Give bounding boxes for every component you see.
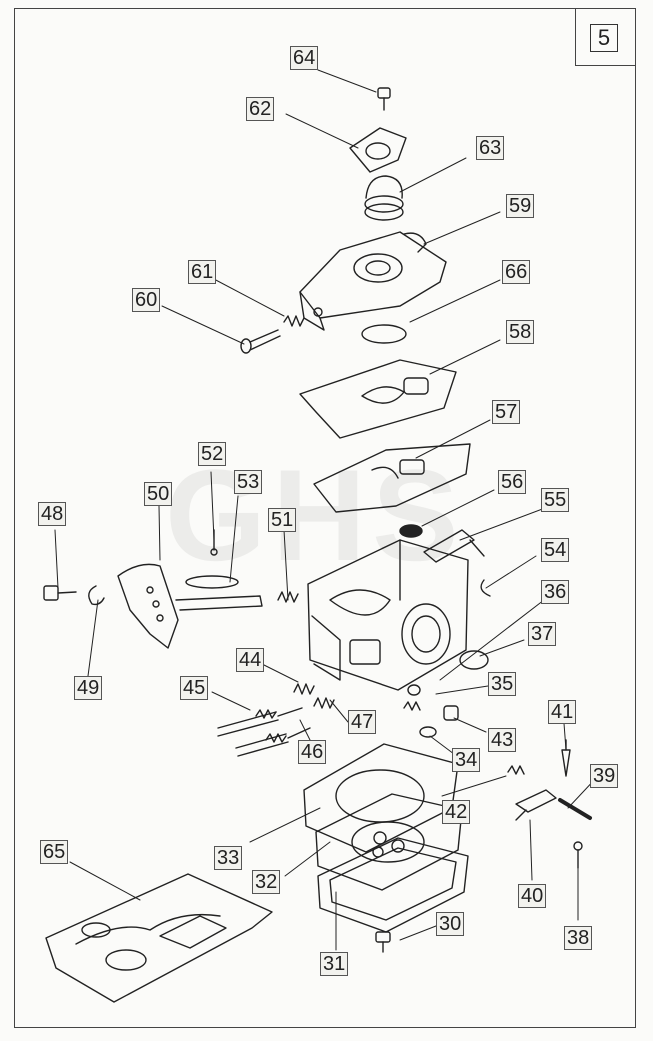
part-40-metering-lever <box>515 789 557 821</box>
part-57-diaphragm <box>313 443 471 513</box>
callout-55: 55 <box>541 488 570 512</box>
part-61-spring <box>283 315 305 327</box>
part-58-gasket <box>299 359 457 439</box>
part-39-pin <box>558 798 592 820</box>
callout-61: 61 <box>188 260 217 284</box>
diagram-frame <box>14 8 636 1028</box>
carburetor-body <box>307 539 469 691</box>
callout-47: 47 <box>348 710 377 734</box>
callout-57: 57 <box>492 400 521 424</box>
part-36-ball <box>407 684 421 696</box>
part-37-plug <box>459 650 489 670</box>
callout-64: 64 <box>290 46 319 70</box>
page-number-box: 5 <box>575 8 636 66</box>
callout-45: 45 <box>180 676 209 700</box>
callout-33: 33 <box>214 846 243 870</box>
part-65-repair-kit <box>45 873 273 1003</box>
part-52-screw <box>210 529 218 556</box>
part-49-clip <box>88 585 105 606</box>
part-60-screw <box>240 329 281 354</box>
callout-62: 62 <box>246 97 275 121</box>
callout-43: 43 <box>488 728 517 752</box>
part-48-screw <box>43 585 77 601</box>
callout-42: 42 <box>442 800 471 824</box>
callout-32: 32 <box>252 870 281 894</box>
callout-37: 37 <box>528 622 557 646</box>
callout-58: 58 <box>506 320 535 344</box>
callout-51: 51 <box>268 508 297 532</box>
part-54-clip <box>480 579 491 597</box>
part-66-disc <box>361 324 407 344</box>
part-47-spring <box>313 697 335 709</box>
part-62-flange <box>349 127 407 173</box>
callout-31: 31 <box>320 952 349 976</box>
part-35-spring <box>403 701 421 711</box>
callout-39: 39 <box>590 764 619 788</box>
part-30-screw <box>375 931 391 953</box>
callout-44: 44 <box>236 648 265 672</box>
part-55-fuel-fitting <box>423 529 485 563</box>
part-59-pump-cover <box>299 231 447 331</box>
callout-30: 30 <box>436 912 465 936</box>
callout-65: 65 <box>40 840 69 864</box>
callout-38: 38 <box>564 926 593 950</box>
watermark: GHS <box>165 442 465 588</box>
callout-48: 48 <box>38 502 67 526</box>
callout-35: 35 <box>488 672 517 696</box>
callout-63: 63 <box>476 136 505 160</box>
callout-60: 60 <box>132 288 161 312</box>
callout-53: 53 <box>234 470 263 494</box>
callout-59: 59 <box>506 194 535 218</box>
part-43-plug <box>443 705 459 721</box>
callout-46: 46 <box>298 740 327 764</box>
part-33-gasket <box>303 743 459 853</box>
callout-56: 56 <box>498 470 527 494</box>
part-38-screw <box>573 841 583 869</box>
callout-66: 66 <box>502 260 531 284</box>
part-50-throttle-lever <box>117 563 179 649</box>
part-42-spring <box>507 765 525 775</box>
part-53-throttle-shaft <box>175 575 263 611</box>
part-32-diaphragm <box>315 793 463 891</box>
part-64-screw <box>377 87 391 111</box>
part-63-primer-bulb <box>364 175 404 221</box>
callout-34: 34 <box>452 748 481 772</box>
callout-36: 36 <box>541 580 570 604</box>
page-number: 5 <box>590 24 618 52</box>
callout-49: 49 <box>74 676 103 700</box>
part-51-spring <box>277 591 299 603</box>
part-31-cover <box>317 837 469 933</box>
part-34-washer <box>419 726 437 738</box>
part-46-needle <box>235 727 311 757</box>
callout-41: 41 <box>548 700 577 724</box>
callout-52: 52 <box>198 442 227 466</box>
part-56-screen <box>399 524 423 538</box>
callout-40: 40 <box>518 884 547 908</box>
part-45-needle <box>217 707 303 737</box>
part-44-spring <box>293 683 315 695</box>
callout-50: 50 <box>144 482 173 506</box>
leader-lines <box>54 69 599 951</box>
callout-54: 54 <box>541 538 570 562</box>
part-41-inlet-needle <box>561 739 571 777</box>
